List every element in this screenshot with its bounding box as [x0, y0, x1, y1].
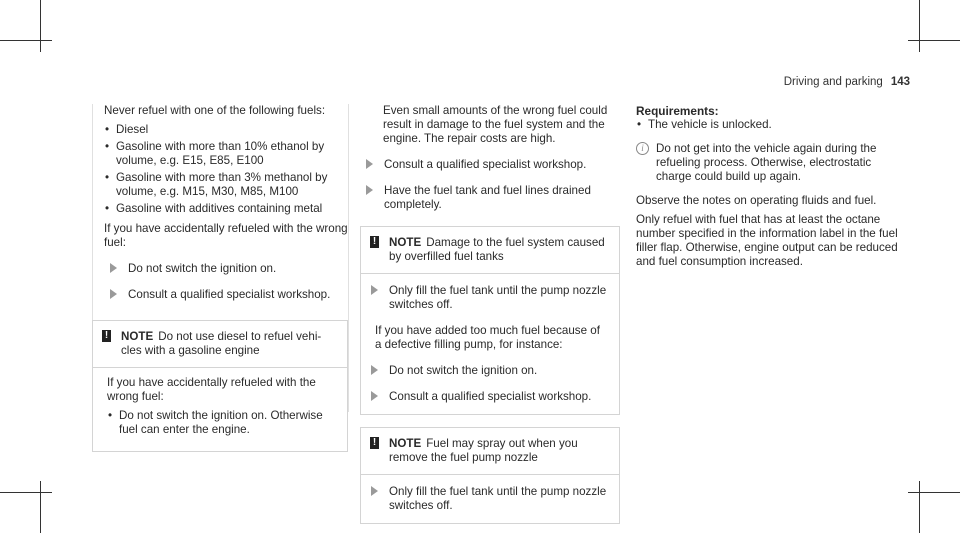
warning-icon: !	[370, 236, 379, 248]
list-item: Gasoline with more than 10% ethanol by v…	[104, 140, 348, 168]
intro-text: Never refuel with one of the following f…	[104, 104, 326, 117]
crop-mark	[40, 481, 41, 533]
paragraph: Observe the notes on operating fluids an…	[636, 194, 877, 207]
note-title: Fuel may spray out when you remove the f…	[389, 437, 578, 464]
crop-mark	[0, 40, 52, 41]
step-text: Consult a qualified specialist workshop.	[128, 288, 331, 301]
list-item: The vehicle is unlocked.	[636, 118, 904, 132]
arrow-icon	[371, 486, 378, 496]
note-title: Damage to the fuel system caused by over…	[389, 236, 605, 263]
step-text: Only fill the fuel tank until the pump n…	[389, 284, 607, 311]
step-text: Do not switch the ignition on.	[389, 364, 538, 377]
step-text: Consult a qualified specialist workshop.	[384, 158, 587, 171]
arrow-icon	[110, 263, 117, 273]
step: Do not switch the ignition on.	[365, 364, 609, 378]
page-header: Driving and parking 143	[784, 76, 910, 88]
warning-icon: !	[370, 437, 379, 449]
column-divider	[92, 104, 93, 412]
note-label: NOTE	[389, 437, 422, 450]
list-item: Do not switch the ignition on. Otherwise…	[107, 409, 337, 437]
fuel-list: Diesel Gasoline with more than 10% ethan…	[104, 123, 348, 216]
step: Only fill the fuel tank until the pump n…	[365, 485, 609, 513]
note-label: NOTE	[121, 330, 154, 343]
page-number: 143	[890, 76, 910, 88]
step: Consult a qualified specialist workshop.	[104, 288, 348, 302]
column-1: Never refuel with one of the following f…	[92, 104, 348, 452]
crop-mark	[908, 492, 960, 493]
info-note: i Do not get into the vehicle again durin…	[636, 142, 904, 184]
arrow-icon	[371, 365, 378, 375]
requirements-list: The vehicle is unlocked.	[636, 118, 904, 132]
paragraph: Only refuel with fuel that has at least …	[636, 213, 898, 268]
info-icon: i	[636, 142, 649, 155]
arrow-icon	[371, 391, 378, 401]
paragraph: If you have added too much fuel because …	[375, 324, 600, 351]
arrow-icon	[366, 159, 373, 169]
step: Do not switch the ignition on.	[104, 262, 348, 276]
crop-mark	[0, 492, 52, 493]
step-text: Only fill the fuel tank until the pump n…	[389, 485, 607, 512]
column-divider	[348, 104, 349, 412]
step-text: Consult a qualified specialist workshop.	[389, 390, 592, 403]
crop-mark	[40, 0, 41, 52]
paragraph: If you have accidentally refueled with t…	[107, 376, 316, 403]
arrow-icon	[366, 185, 373, 195]
paragraph: Even small amounts of the wrong fuel cou…	[383, 104, 608, 145]
list-item: Gasoline with additives containing metal	[104, 202, 348, 216]
note-title: Do not use diesel to refuel vehi-cles wi…	[121, 330, 322, 357]
note-body: Only fill the fuel tank until the pump n…	[361, 274, 619, 414]
note-label: NOTE	[389, 236, 422, 249]
column-2: Even small amounts of the wrong fuel cou…	[360, 104, 620, 524]
column-3: Requirements: The vehicle is unlocked. i…	[636, 104, 904, 274]
requirements-title: Requirements:	[636, 104, 719, 118]
arrow-icon	[110, 289, 117, 299]
step: Only fill the fuel tank until the pump n…	[365, 284, 609, 312]
crop-mark	[908, 40, 960, 41]
note-body: Only fill the fuel tank until the pump n…	[361, 475, 619, 523]
step-text: Have the fuel tank and fuel lines draine…	[384, 184, 591, 211]
crop-mark	[919, 0, 920, 52]
section-title: Driving and parking	[783, 76, 883, 88]
note-list: Do not switch the ignition on. Otherwise…	[107, 409, 337, 437]
paragraph: If you have accidentally refueled with t…	[104, 222, 348, 249]
note-body: If you have accidentally refueled with t…	[93, 368, 347, 451]
step: Consult a qualified specialist workshop.	[360, 158, 620, 172]
list-item: Gasoline with more than 3% methanol by v…	[104, 171, 348, 199]
warning-icon: !	[102, 330, 111, 342]
info-text: Do not get into the vehicle again during…	[656, 142, 877, 183]
step: Consult a qualified specialist workshop.	[365, 390, 609, 404]
step-text: Do not switch the ignition on.	[128, 262, 277, 275]
crop-mark	[919, 481, 920, 533]
arrow-icon	[371, 285, 378, 295]
list-item: Diesel	[104, 123, 348, 137]
step: Have the fuel tank and fuel lines draine…	[360, 184, 620, 212]
